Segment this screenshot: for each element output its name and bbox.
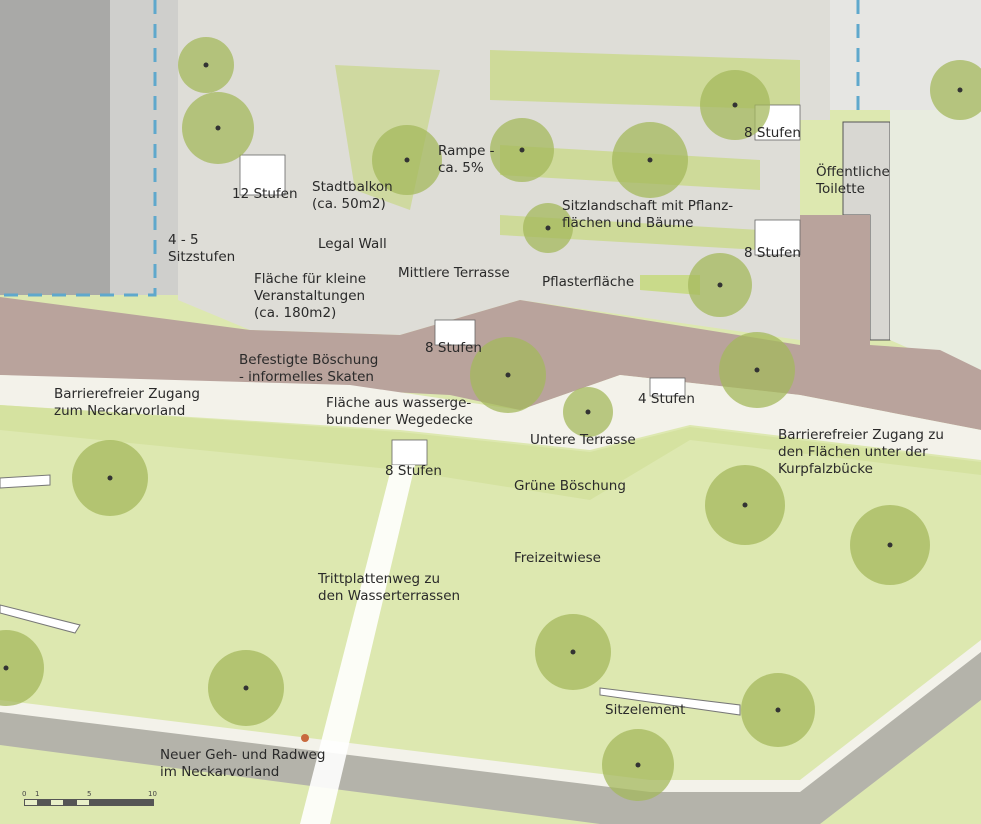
bench [599, 687, 741, 716]
scale-tick: 1 [35, 790, 40, 798]
tree-trunk-dot [585, 409, 591, 415]
label-wegedecke: Fläche aus wasserge- bundener Wegedecke [326, 395, 473, 428]
tree-trunk-dot [107, 475, 113, 481]
tree-icon [0, 630, 44, 706]
label-freizeitwiese: Freizeitwiese [514, 550, 601, 566]
bench [0, 604, 81, 634]
building-grid [110, 0, 180, 295]
label-8-stufen-top: 8 Stufen [744, 125, 801, 141]
tree-trunk-dot [545, 225, 551, 231]
label-sitzlandschaft: Sitzlandschaft mit Pflanz- flächen und B… [562, 198, 734, 231]
road-edge [0, 640, 981, 792]
label-sitzelement: Sitzelement [605, 702, 686, 718]
scale-bar [24, 799, 154, 806]
planter [640, 275, 700, 295]
label-pflasterflaeche: Pflasterfläche [542, 274, 635, 290]
tree-trunk-dot [754, 367, 760, 373]
tree-trunk-dot [742, 502, 748, 508]
tree-trunk-dot [570, 649, 576, 655]
slope-right [800, 215, 981, 430]
building-left [0, 0, 110, 295]
label-stadtbalkon: Stadtbalkon (ca. 50m2) [312, 179, 393, 212]
tree-trunk-dot [717, 282, 723, 288]
tree-trunk-dot [957, 87, 963, 93]
label-mittlere-terrasse: Mittlere Terrasse [398, 265, 510, 281]
green-right [890, 110, 981, 380]
tree-trunk-dot [732, 102, 738, 108]
tree-trunk-dot [404, 157, 410, 163]
tree-trunk-dot [215, 125, 221, 131]
label-veranstaltungen: Fläche für kleine Veranstaltungen (ca. 1… [254, 271, 367, 321]
label-trittplatten: Trittplattenweg zu den Wasserterrassen [318, 571, 461, 604]
tree-trunk-dot [887, 542, 893, 548]
label-8-stufen-center: 8 Stufen [425, 340, 482, 356]
label-zugang-neckar: Barrierefreier Zugang zum Neckarvorland [54, 386, 200, 419]
road [0, 650, 981, 824]
tree-trunk-dot [505, 372, 511, 378]
bench [0, 474, 51, 489]
tree-trunk-dot [519, 147, 525, 153]
label-gruene-boeschung: Grüne Böschung [514, 478, 626, 494]
label-12-stufen: 12 Stufen [232, 186, 298, 202]
label-boeschung: Befestigte Böschung - informelles Skaten [239, 352, 379, 385]
label-zugang-bruecke: Barrierefreier Zugang zu den Flächen unt… [778, 427, 944, 477]
scale-tick: 10 [148, 790, 157, 798]
tree-trunk-dot [647, 157, 653, 163]
tree-trunk-dot [243, 685, 249, 691]
tree-trunk-dot [203, 62, 209, 68]
scale-tick: 0 [22, 790, 27, 798]
tree-trunk-dot [775, 707, 781, 713]
tree-trunk-dot [635, 762, 641, 768]
label-legal-wall: Legal Wall [318, 236, 387, 252]
property-line [0, 0, 157, 297]
tree-trunk-dot [3, 665, 9, 671]
stepping-stone-path [300, 465, 415, 824]
green-slope [0, 405, 981, 500]
label-8-stufen-mid: 8 Stufen [744, 245, 801, 261]
marker-dot [301, 734, 309, 742]
scale-tick: 5 [87, 790, 92, 798]
label-toilette: Öffentliche Toilette [816, 164, 890, 197]
tree-icon [930, 60, 981, 120]
label-untere-terrasse: Untere Terrasse [530, 432, 636, 448]
label-8-stufen-low: 8 Stufen [385, 463, 442, 479]
label-rampe: Rampe - ca. 5% [438, 143, 495, 176]
label-4-stufen: 4 Stufen [638, 391, 695, 407]
label-radweg: Neuer Geh- und Radweg im Neckarvorland [160, 747, 326, 780]
label-sitzstufen: 4 - 5 Sitzstufen [168, 232, 236, 265]
